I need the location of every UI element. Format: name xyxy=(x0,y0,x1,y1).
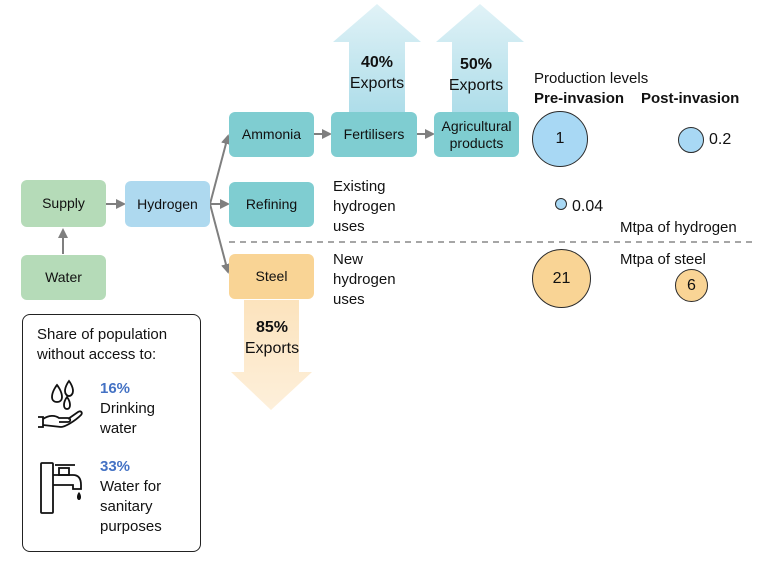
hydrogen-unit-label: Mtpa of hydrogen xyxy=(620,219,737,236)
ammonia-pre-circle: 1 xyxy=(532,111,588,167)
production-heading: Production levels xyxy=(534,70,649,87)
export-text-steel: Exports xyxy=(244,340,300,357)
export-arrow-agricultural xyxy=(436,4,524,113)
new-uses-label: New hydrogen uses xyxy=(333,251,396,308)
export-text-fertilisers: Exports xyxy=(349,75,405,92)
export-text-agricultural: Exports xyxy=(448,77,504,94)
steel-unit-label: Mtpa of steel xyxy=(620,251,706,268)
refining-post-circle xyxy=(555,198,567,210)
sanitary-pct: 33% xyxy=(100,458,131,475)
node-refining: Refining xyxy=(229,182,314,227)
export-pct-fertilisers: 40% xyxy=(360,54,394,71)
steel-pre-circle: 21 xyxy=(532,249,591,308)
node-supply: Supply xyxy=(21,180,106,227)
export-arrow-fertilisers xyxy=(333,4,421,113)
export-label-fertilisers: 40% Exports xyxy=(337,52,417,94)
water-drops-hand-icon xyxy=(38,379,83,428)
sanitary-label: Water for sanitary purposes xyxy=(100,478,162,535)
steel-post-circle: 6 xyxy=(675,269,708,302)
node-water: Water xyxy=(21,255,106,300)
tap-icon xyxy=(40,462,82,514)
legend-title: Share of population without access to: xyxy=(37,326,168,363)
export-label-agricultural: 50% Exports xyxy=(436,54,516,96)
ammonia-post-value: 0.2 xyxy=(709,131,732,148)
post-invasion-label: Post-invasion xyxy=(641,90,740,107)
export-arrow-steel xyxy=(231,300,312,410)
node-steel: Steel xyxy=(229,254,314,299)
export-pct-agricultural: 50% xyxy=(459,56,493,73)
drinking-label: Drinking water xyxy=(100,400,156,437)
node-hydrogen: Hydrogen xyxy=(125,181,210,227)
arrow-hydrogen-ammonia xyxy=(209,134,231,205)
ammonia-post-circle xyxy=(678,127,704,153)
node-ammonia: Ammonia xyxy=(229,112,314,157)
pre-invasion-label: Pre-invasion xyxy=(534,90,625,107)
arrow-hydrogen-steel xyxy=(209,203,231,274)
population-access-legend: Share of population without access to: 1… xyxy=(22,314,201,552)
refining-post-value: 0.04 xyxy=(572,198,604,215)
existing-uses-label: Existing hydrogen uses xyxy=(333,178,396,235)
export-label-steel: 85% Exports xyxy=(230,317,314,359)
export-pct-steel: 85% xyxy=(255,319,289,336)
drinking-pct: 16% xyxy=(100,380,131,397)
node-agricultural-products: Agricultural products xyxy=(434,112,519,157)
node-fertilisers: Fertilisers xyxy=(331,112,417,157)
